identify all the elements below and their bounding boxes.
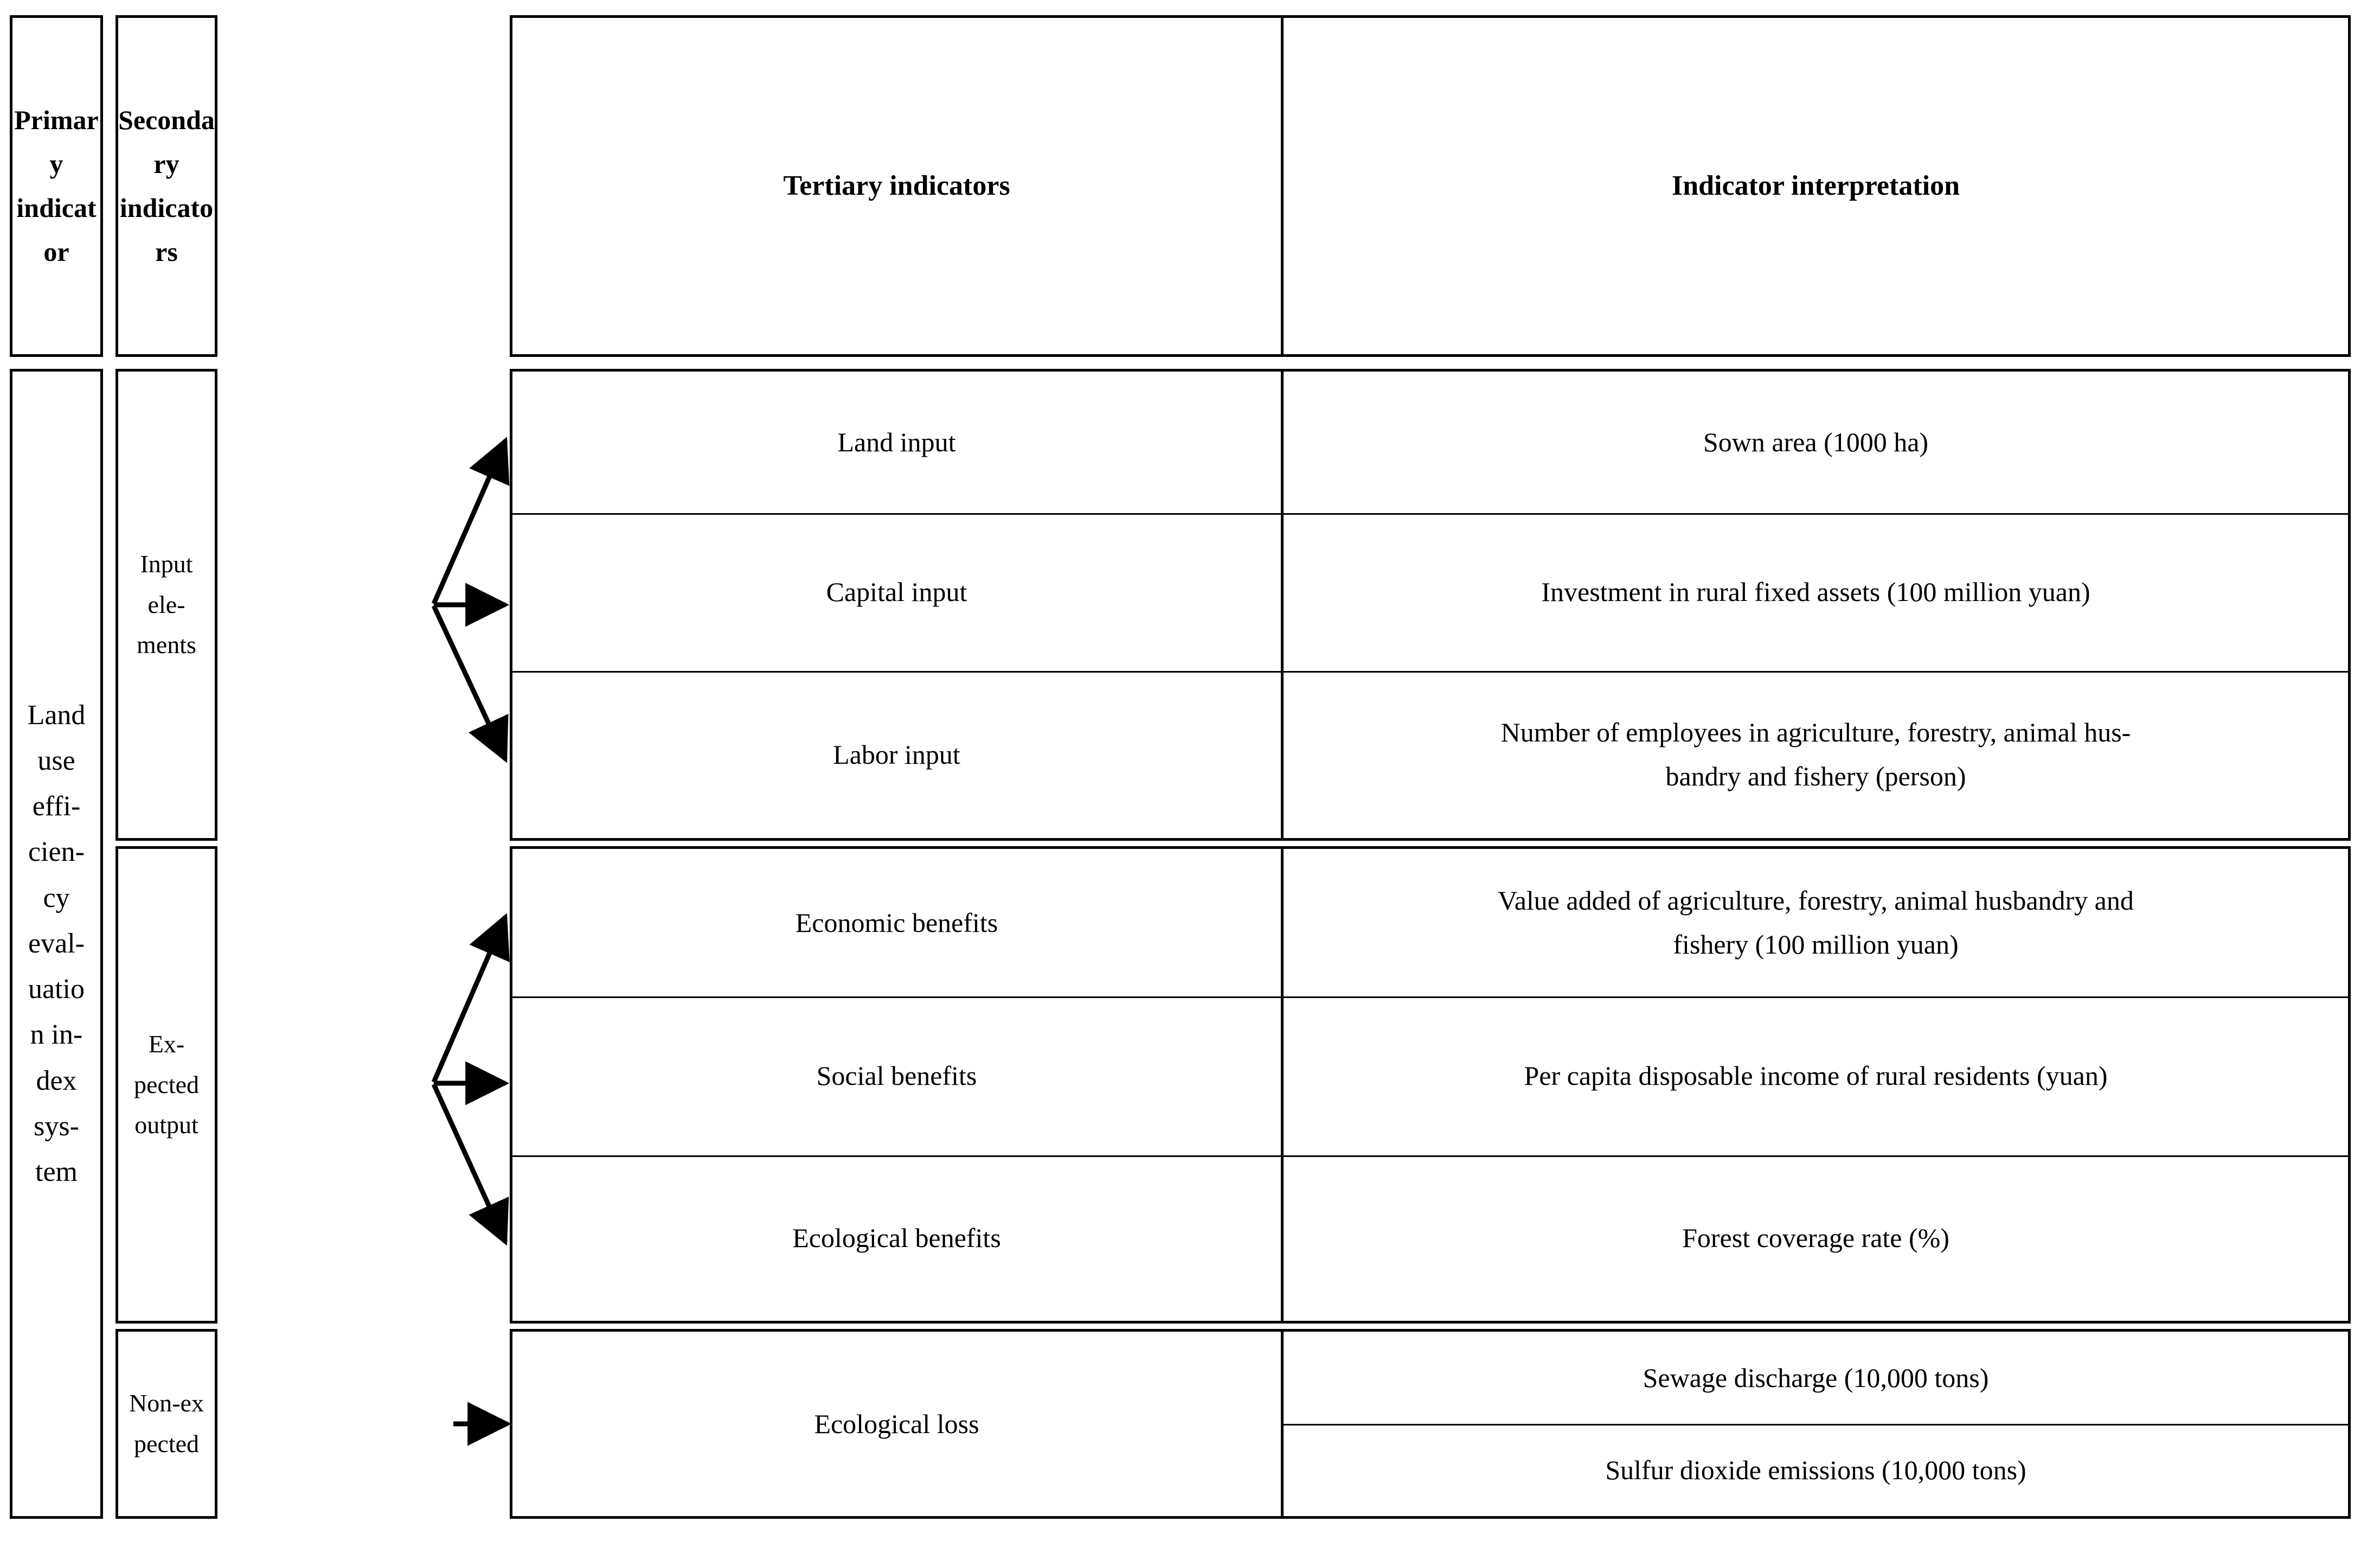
interpretation-label-ecological-benefits: Forest coverage rate (%) bbox=[1682, 1223, 1949, 1253]
tertiary-label-capital-input: Capital input bbox=[826, 577, 967, 607]
tertiary-label-ecological-loss: Ecological loss bbox=[814, 1408, 979, 1439]
tertiary-cell-capital-input: Capital input bbox=[512, 513, 1281, 671]
group2-row-divider-2 bbox=[512, 1155, 2348, 1157]
interpretation-label-economic-benefits: Value added of agriculture, forestry, an… bbox=[1498, 885, 2134, 960]
group2-row-divider-1 bbox=[512, 996, 2348, 998]
group1-row-divider-1 bbox=[512, 513, 2348, 515]
arrow-group-expected-output bbox=[431, 913, 510, 1246]
tertiary-cell-social-benefits: Social benefits bbox=[512, 996, 1281, 1155]
tertiary-label-labor-input: Labor input bbox=[833, 739, 960, 770]
interpretation-label-capital-input: Investment in rural fixed assets (100 mi… bbox=[1541, 577, 2090, 607]
interpretation-label-labor-input: Number of employees in agriculture, fore… bbox=[1500, 717, 2131, 791]
arrow-group-input-elements bbox=[431, 437, 510, 763]
header-tertiary-indicators-cell: Tertiary indicators bbox=[512, 18, 1281, 354]
tertiary-cell-economic-benefits: Economic benefits bbox=[512, 849, 1281, 996]
interpretation-label-land-input: Sown area (1000 ha) bbox=[1703, 427, 1929, 457]
interpretation-cell-social-benefits: Per capita disposable income of rural re… bbox=[1284, 996, 2348, 1155]
tertiary-cell-ecological-benefits: Ecological benefits bbox=[512, 1155, 1281, 1321]
interpretation-label-social-benefits: Per capita disposable income of rural re… bbox=[1524, 1060, 2108, 1091]
group-block-input-elements: Land input Sown area (1000 ha) Capital i… bbox=[510, 369, 2351, 841]
interpretation-label-sulfur-dioxide-emissions: Sulfur dioxide emissions (10,000 tons) bbox=[1605, 1454, 2026, 1485]
group3-row-divider-1 bbox=[1281, 1424, 2348, 1425]
interpretation-cell-capital-input: Investment in rural fixed assets (100 mi… bbox=[1284, 513, 2348, 671]
group-block-non-expected: Ecological loss Sewage discharge (10,000… bbox=[510, 1329, 2351, 1519]
tertiary-cell-labor-input: Labor input bbox=[512, 671, 1281, 838]
tertiary-label-ecological-benefits: Ecological benefits bbox=[792, 1223, 1001, 1253]
header-tertiary-indicators-label: Tertiary indicators bbox=[783, 170, 1010, 201]
header-indicator-interpretation-label: Indicator interpretation bbox=[1671, 170, 1960, 201]
header-main-box: Tertiary indicators Indicator interpreta… bbox=[510, 15, 2351, 357]
interpretation-cell-labor-input: Number of employees in agriculture, fore… bbox=[1284, 671, 2348, 838]
interpretation-cell-ecological-benefits: Forest coverage rate (%) bbox=[1284, 1155, 2348, 1321]
tertiary-label-economic-benefits: Economic benefits bbox=[795, 907, 998, 938]
group1-row-divider-2 bbox=[512, 671, 2348, 673]
tertiary-cell-ecological-loss: Ecological loss bbox=[512, 1332, 1281, 1516]
interpretation-cell-sewage-discharge: Sewage discharge (10,000 tons) bbox=[1284, 1332, 2348, 1424]
tertiary-cell-land-input: Land input bbox=[512, 372, 1281, 513]
tertiary-label-social-benefits: Social benefits bbox=[816, 1060, 977, 1091]
group2-column-divider bbox=[1281, 849, 1284, 1321]
interpretation-cell-economic-benefits: Value added of agriculture, forestry, an… bbox=[1284, 849, 2348, 996]
interpretation-cell-land-input: Sown area (1000 ha) bbox=[1284, 372, 2348, 513]
header-indicator-interpretation-cell: Indicator interpretation bbox=[1284, 18, 2348, 354]
group-block-expected-output: Economic benefits Value added of agricul… bbox=[510, 846, 2351, 1324]
tertiary-label-land-input: Land input bbox=[837, 427, 956, 457]
header-column-divider bbox=[1281, 18, 1284, 354]
group1-column-divider bbox=[1281, 372, 1284, 838]
interpretation-label-sewage-discharge: Sewage discharge (10,000 tons) bbox=[1643, 1362, 1989, 1393]
interpretation-cell-sulfur-dioxide-emissions: Sulfur dioxide emissions (10,000 tons) bbox=[1284, 1424, 2348, 1516]
